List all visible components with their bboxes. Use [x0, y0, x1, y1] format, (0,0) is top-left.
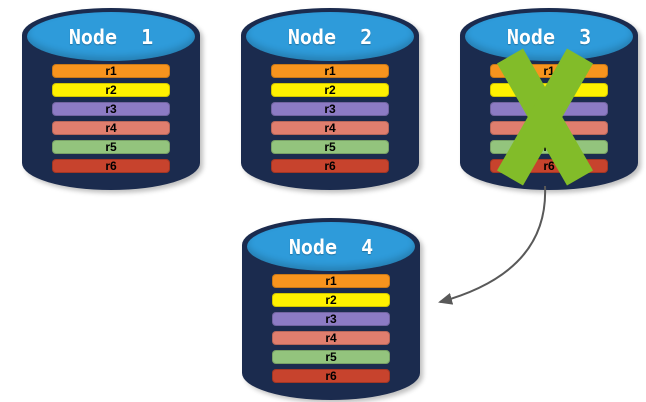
cylinder-top: Node 4: [247, 222, 415, 271]
row-bar-r2: r2: [52, 83, 170, 97]
row-bar-r6: r6: [272, 369, 390, 383]
arrow-curve: [438, 185, 547, 305]
node-2: Node 2 r1 r2 r3 r4 r5 r6: [241, 8, 419, 190]
row-bar-r2: r2: [271, 83, 389, 97]
row-list: r1 r2 r3 r4 r5 r6: [52, 64, 170, 173]
node-3: Node 3 r1 r2 r3 r4 r5 r6: [460, 8, 638, 190]
row-bar-r5: r5: [272, 350, 390, 364]
row-bar-r6: r6: [490, 159, 608, 173]
row-bar-r3: r3: [271, 102, 389, 116]
row-bar-r3: r3: [52, 102, 170, 116]
node-title: Node 2: [287, 24, 373, 49]
row-list: r1 r2 r3 r4 r5 r6: [272, 274, 390, 383]
row-bar-r5: r5: [490, 140, 608, 154]
row-bar-r6: r6: [52, 159, 170, 173]
node-title: Node 3: [506, 24, 592, 49]
row-bar-r3: r3: [490, 102, 608, 116]
row-bar-r6: r6: [271, 159, 389, 173]
row-bar-r1: r1: [272, 274, 390, 288]
row-bar-r1: r1: [271, 64, 389, 78]
row-bar-r1: r1: [52, 64, 170, 78]
row-bar-r4: r4: [272, 331, 390, 345]
row-list: r1 r2 r3 r4 r5 r6: [271, 64, 389, 173]
node-title: Node 4: [288, 234, 374, 259]
row-list: r1 r2 r3 r4 r5 r6: [490, 64, 608, 173]
row-bar-r4: r4: [490, 121, 608, 135]
row-bar-r3: r3: [272, 312, 390, 326]
cylinder-top: Node 3: [465, 12, 633, 61]
row-bar-r4: r4: [52, 121, 170, 135]
row-bar-r4: r4: [271, 121, 389, 135]
row-bar-r5: r5: [271, 140, 389, 154]
row-bar-r2: r2: [490, 83, 608, 97]
row-bar-r1: r1: [490, 64, 608, 78]
cylinder-top: Node 1: [27, 12, 195, 61]
row-bar-r2: r2: [272, 293, 390, 307]
cylinder-top: Node 2: [246, 12, 414, 61]
row-bar-r5: r5: [52, 140, 170, 154]
node-1: Node 1 r1 r2 r3 r4 r5 r6: [22, 8, 200, 190]
node-4: Node 4 r1 r2 r3 r4 r5 r6: [242, 218, 420, 400]
node-title: Node 1: [68, 24, 154, 49]
